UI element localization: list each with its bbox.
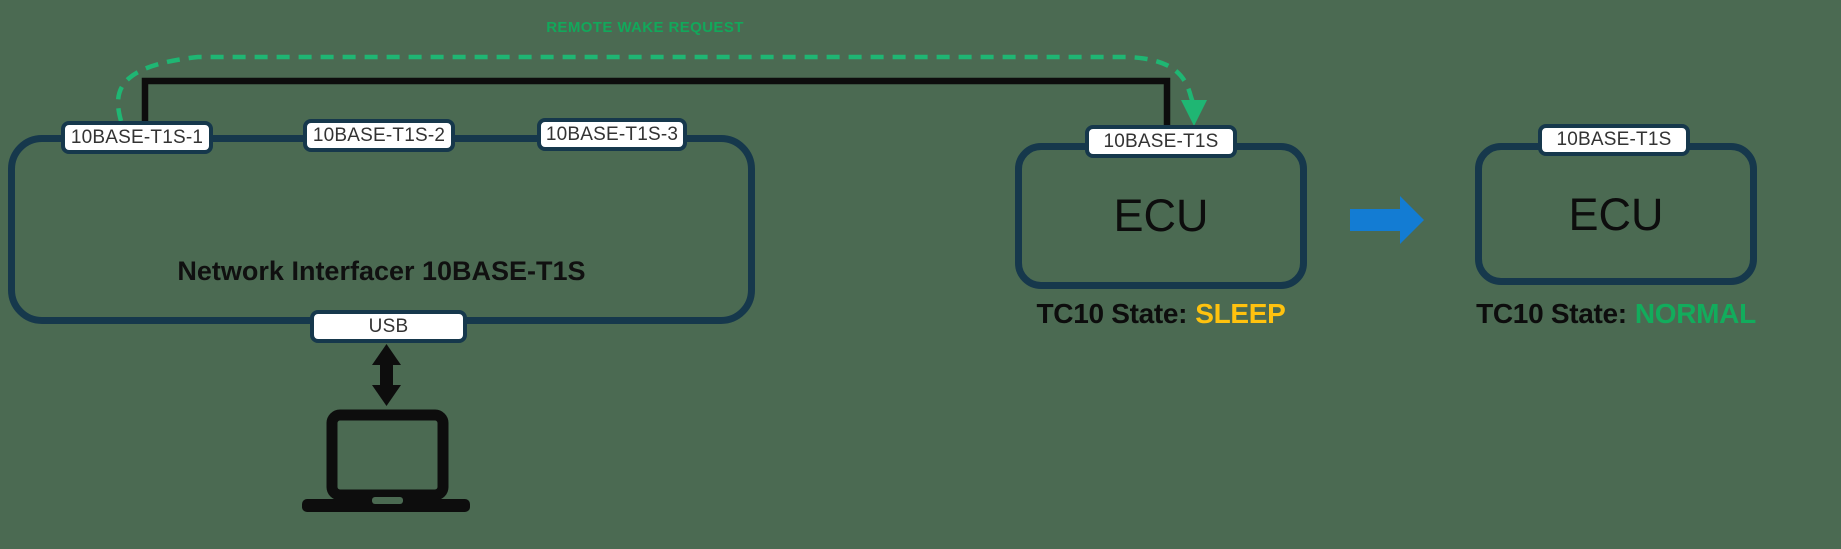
- usb-arrow-down-head: [372, 385, 401, 406]
- ecu-normal-name: ECU: [1568, 189, 1664, 240]
- tc10-state-value-sleep: SLEEP: [1195, 298, 1286, 329]
- ecu-sleep-port-10base-t1s: 10BASE-T1S: [1085, 125, 1237, 158]
- port-10base-t1s-2: 10BASE-T1S-2: [303, 119, 455, 152]
- wake-arrowhead-down-icon: [1181, 100, 1207, 126]
- tc10-state-value-normal: NORMAL: [1634, 298, 1756, 329]
- port-usb: USB: [310, 310, 467, 343]
- port-10base-t1s-1: 10BASE-T1S-1: [61, 121, 213, 154]
- tc10-state-label: TC10 State:: [1476, 298, 1627, 329]
- laptop-icon: [302, 409, 470, 512]
- ecu-sleep-name: ECU: [1113, 190, 1209, 241]
- usb-bidirectional-arrow-icon: [372, 344, 401, 406]
- remote-wake-dashed-line: [115, 54, 1196, 122]
- remote-wake-request-label: REMOTE WAKE REQUEST: [546, 19, 744, 36]
- tc10-state-label: TC10 State:: [1036, 298, 1188, 329]
- laptop-base-notch: [372, 497, 403, 504]
- ecu-normal-port-10base-t1s: 10BASE-T1S: [1538, 124, 1690, 156]
- laptop-screen: [326, 409, 449, 501]
- network-bus-line: [141, 77, 1171, 127]
- state-transition-right-arrow-icon: [1350, 196, 1424, 244]
- laptop-base: [302, 499, 470, 512]
- ecu-sleep-state-line: TC10 State: SLEEP: [1000, 298, 1322, 330]
- ecu-normal-state-line: TC10 State: NORMAL: [1460, 298, 1772, 330]
- network-interfacer-title: Network Interfacer 10BASE-T1S: [177, 256, 586, 286]
- port-10base-t1s-3: 10BASE-T1S-3: [537, 118, 687, 151]
- usb-arrow-up-head: [372, 344, 401, 365]
